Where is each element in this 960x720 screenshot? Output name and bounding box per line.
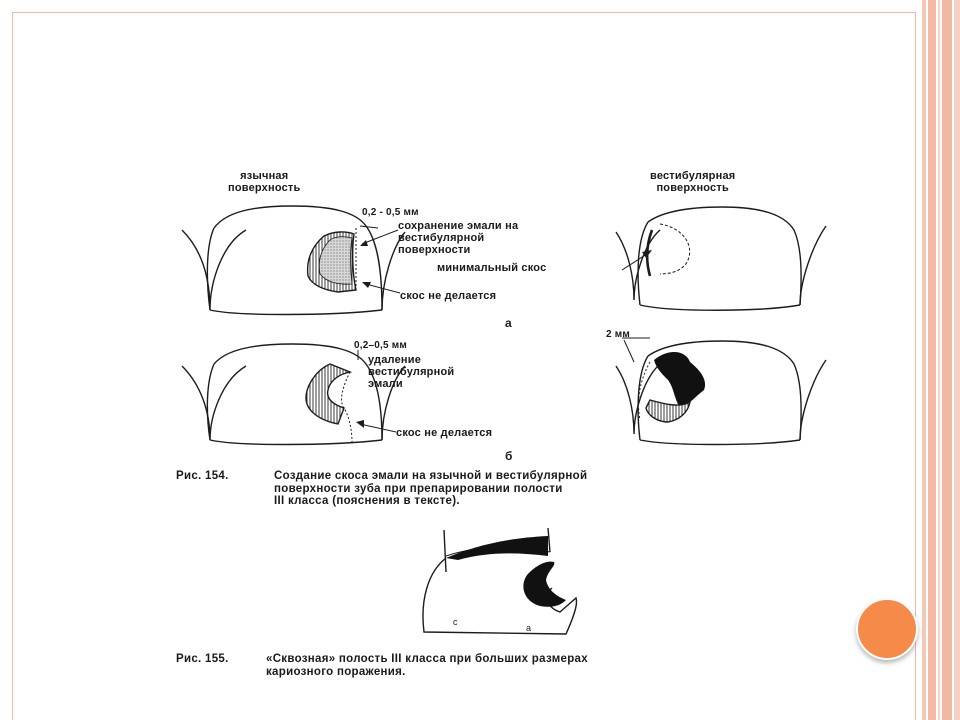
heading-lingual: язычная поверхность: [228, 170, 301, 194]
panel-letter-b: б: [505, 449, 513, 463]
slide-frame: [12, 12, 916, 720]
heading-vestibular: вестибулярная поверхность: [650, 170, 736, 194]
caption-154-label: Рис. 154.: [176, 470, 229, 482]
decor-stripe: [954, 0, 960, 720]
decor-stripe: [928, 0, 936, 720]
decor-stripe: [942, 0, 952, 720]
decor-stripe: [938, 0, 940, 720]
tooth-a-lingual: [181, 205, 406, 316]
panel-letter-a: а: [505, 316, 512, 330]
dim-label-a: 0,2 - 0,5 мм: [362, 207, 419, 218]
note-no-bevel-a: скос не делается: [400, 290, 497, 302]
caption-154-text: Создание скоса эмали на язычной и вестиб…: [274, 470, 588, 507]
dim-label-b-right: 2 мм: [606, 329, 630, 340]
caption-155-label: Рис. 155.: [176, 653, 229, 665]
tooth-b-lingual: [181, 343, 406, 446]
mark-c: с: [453, 617, 458, 627]
dim-label-b: 0,2–0,5 мм: [354, 340, 407, 351]
decor-stripe: [922, 0, 926, 720]
nav-circle-button[interactable]: [856, 598, 918, 660]
note-no-bevel-b: скос не делается: [396, 427, 493, 439]
tooth-b-vestibular: [615, 340, 827, 446]
note-enamel-preserved: сохранение эмали на вестибулярной поверх…: [398, 220, 519, 256]
mark-a: а: [526, 623, 532, 633]
caption-155-text: «Сквозная» полость III класса при больши…: [266, 653, 588, 678]
note-remove-enamel: удаление вестибулярной эмали: [368, 354, 455, 390]
note-minimal-bevel: минимальный скос: [437, 262, 547, 274]
tooth-a-vestibular: [615, 206, 827, 311]
